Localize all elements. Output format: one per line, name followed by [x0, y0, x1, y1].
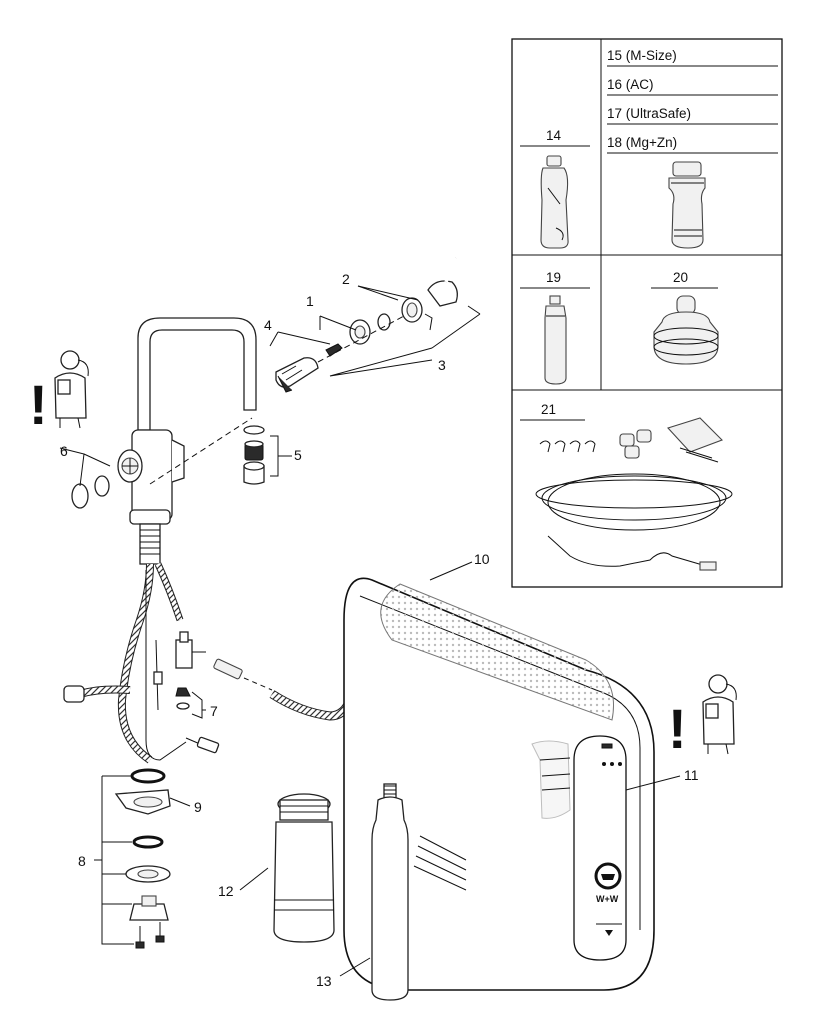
installation-kit-part-21-icon — [535, 417, 733, 571]
callout-12: 12 — [218, 883, 234, 899]
part-label-17: 17 (UltraSafe) — [607, 106, 691, 121]
handle-assembly — [275, 257, 458, 393]
unit-panel-label: W+W — [596, 894, 619, 904]
leader-lines — [59, 285, 481, 977]
co2-bottle-icon — [371, 783, 409, 1001]
callout-6: 6 — [60, 443, 68, 459]
callout-5: 5 — [294, 447, 302, 463]
svg-text:!: ! — [29, 373, 48, 436]
callout-8: 8 — [78, 853, 86, 869]
bottle-part-14-icon — [540, 155, 569, 249]
part-label-19: 19 — [546, 270, 561, 285]
filter-head-part-20-icon — [653, 295, 719, 365]
part-label-21: 21 — [541, 402, 556, 417]
spare-parts-box: 15 (M-Size) 16 (AC) 17 (UltraSafe) 18 (M… — [511, 38, 783, 588]
callout-10: 10 — [474, 551, 490, 567]
callout-3: 3 — [438, 357, 446, 373]
mounting-parts-8 — [114, 768, 171, 949]
part-label-18: 18 (Mg+Zn) — [607, 135, 677, 150]
hose-icon — [63, 562, 355, 764]
callout-13: 13 — [316, 973, 332, 989]
o-rings-6 — [71, 475, 110, 509]
plumber-warning-icon-right: ! — [668, 674, 737, 760]
plumber-warning-icon: ! — [29, 350, 89, 436]
callout-1: 1 — [306, 293, 314, 309]
callout-4: 4 — [264, 317, 272, 333]
part-label-20: 20 — [673, 270, 688, 285]
filter-cartridge-12 — [273, 793, 335, 943]
callout-11: 11 — [684, 767, 699, 783]
part-label-16: 16 (AC) — [607, 77, 654, 92]
bottle-part-19-icon — [544, 295, 567, 385]
part-label-15: 15 (M-Size) — [607, 48, 677, 63]
aerator-parts-5 — [243, 425, 265, 485]
callout-numbers: 1 2 3 4 5 6 7 8 9 10 11 12 13 — [60, 271, 699, 989]
valve-parts-7 — [175, 687, 191, 710]
part-label-14: 14 — [546, 128, 562, 143]
faucet-icon — [117, 317, 257, 565]
callout-2: 2 — [342, 271, 350, 287]
filter-cartridge-icon — [668, 161, 706, 249]
svg-text:!: ! — [668, 697, 687, 760]
chiller-unit-icon: W+W — [343, 577, 681, 991]
callout-9: 9 — [194, 799, 202, 815]
callout-7: 7 — [210, 703, 218, 719]
